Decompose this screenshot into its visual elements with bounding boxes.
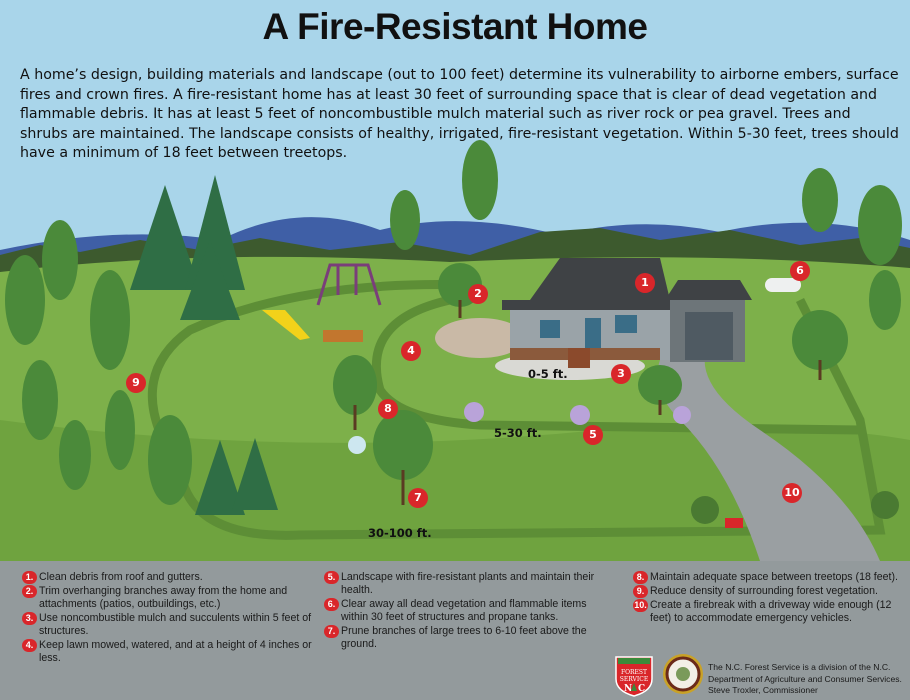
house [502, 258, 752, 368]
legend-panel: 1.Clean debris from roof and gutters. 2.… [0, 561, 910, 700]
marker-6: 6 [790, 261, 810, 281]
marker-9: 9 [126, 373, 146, 393]
legend-item: 2.Trim overhanging branches away from th… [22, 585, 312, 611]
slide [262, 310, 310, 340]
marker-8: 8 [378, 399, 398, 419]
driveway [657, 355, 880, 561]
svg-text:FOREST: FOREST [621, 669, 647, 676]
marker-10: 10 [782, 483, 802, 503]
mailbox [725, 518, 743, 528]
page-title: A Fire-Resistant Home [262, 6, 648, 47]
marker-2: 2 [468, 284, 488, 304]
swing-set [316, 263, 382, 306]
legend-item: 9.Reduce density of surrounding forest v… [633, 585, 905, 598]
marker-5: 5 [583, 425, 603, 445]
svg-text:C: C [638, 684, 645, 694]
legend-column-1: 1.Clean debris from roof and gutters. 2.… [22, 571, 312, 666]
legend-item: 3.Use noncombustible mulch and succulent… [22, 612, 312, 638]
marker-4: 4 [401, 341, 421, 361]
legend-item: 5.Landscape with fire-resistant plants a… [324, 571, 614, 597]
svg-text:SERVICE: SERVICE [620, 676, 648, 683]
legend-item: 10.Create a firebreak with a driveway wi… [633, 599, 892, 624]
nc-forest-service-logo: FOREST SERVICE N C [615, 656, 653, 697]
landscape-illustration [0, 140, 910, 561]
trees [5, 140, 902, 515]
sandbox [323, 330, 363, 342]
marker-3: 3 [611, 364, 631, 384]
legend-column-2: 5.Landscape with fire-resistant plants a… [324, 571, 614, 652]
legend-item: 8.Maintain adequate space between treeto… [633, 571, 905, 584]
patio [435, 318, 525, 358]
zone-label-30-100: 30-100 ft. [368, 526, 432, 540]
marker-7: 7 [408, 488, 428, 508]
credit-text: The N.C. Forest Service is a division of… [708, 662, 902, 695]
marker-1: 1 [635, 273, 655, 293]
zone-label-0-5: 0-5 ft. [528, 367, 568, 381]
legend-item: 6.Clear away all dead vegetation and fla… [324, 598, 614, 624]
legend-column-3: 8.Maintain adequate space between treeto… [633, 571, 905, 626]
propane-tank [765, 278, 801, 292]
flower-shrubs [348, 402, 899, 524]
zone-5-30-path [371, 295, 861, 435]
legend-item: 7.Prune branches of large trees to 6-10 … [324, 625, 614, 651]
ncda-seal-logo [663, 654, 703, 694]
zone-label-5-30: 5-30 ft. [494, 426, 542, 440]
legend-item: 4.Keep lawn mowed, watered, and at a hei… [22, 639, 312, 665]
legend-item: 1.Clean debris from roof and gutters. [22, 571, 312, 584]
zone-30-100-path [147, 280, 886, 540]
svg-text:N: N [624, 684, 632, 694]
intro-paragraph: A home’s design, building materials and … [20, 67, 899, 161]
